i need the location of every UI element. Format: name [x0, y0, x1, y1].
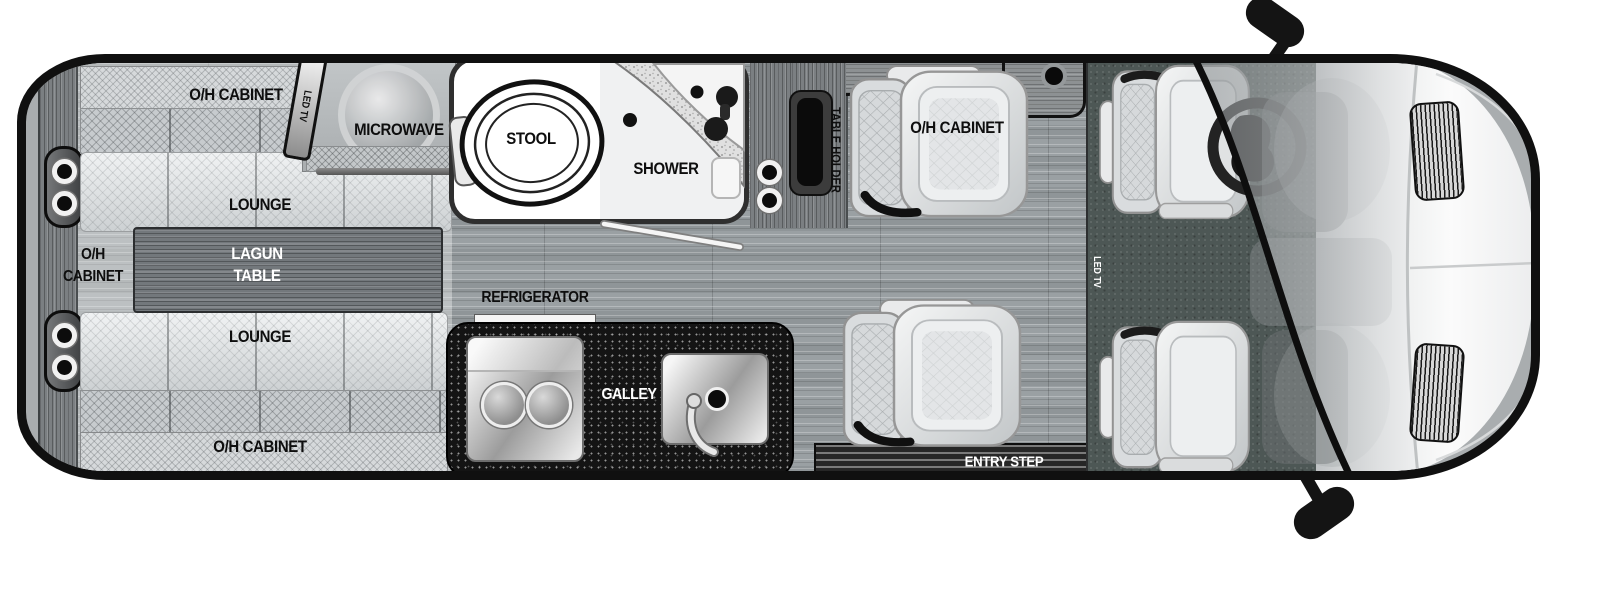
label-led-tv-front: LED TV: [1091, 256, 1103, 288]
passenger-mirror-icon: [1287, 480, 1361, 546]
hood-vent-top: [1408, 100, 1466, 202]
hood-vent-bottom: [1408, 342, 1466, 444]
lounge-bottom-backrest: [80, 390, 448, 434]
cab-carpet: [1086, 63, 1318, 471]
bathroom: [449, 63, 749, 224]
label-shower: SHOWER: [633, 159, 699, 178]
rear-speaker-panel-bottom: [44, 310, 84, 392]
speaker-icon: [757, 188, 782, 213]
shower-floor: [600, 63, 744, 219]
microwave-cabinet-hatch: [306, 146, 458, 172]
label-galley: GALLEY: [601, 386, 657, 403]
cooktop: [466, 336, 584, 462]
speaker-icon: [51, 322, 77, 348]
burner-icon: [526, 382, 572, 428]
lounge-bottom-seat: [80, 312, 448, 392]
van-body-outline: O/H CABINET LED TV MICROWAVE STOOL SHOWE…: [17, 54, 1540, 480]
rear-wardrobe-wall: [40, 63, 78, 471]
overhead-cabinet-tab: [1002, 63, 1086, 118]
label-oh-cabinet-mid: O/H CABINET: [910, 118, 1004, 137]
lagun-table: [133, 227, 443, 313]
speaker-icon: [757, 160, 782, 185]
label-table-holder: TABLE HOLDER: [828, 107, 844, 193]
galley-sink: [661, 353, 769, 445]
overhead-cabinet-bottom: [80, 432, 448, 471]
table-holder-slot: [797, 98, 823, 186]
label-lounge-top: LOUNGE: [229, 195, 291, 214]
label-lounge-bottom: LOUNGE: [229, 327, 291, 346]
speaker-icon: [51, 158, 77, 184]
burner-icon: [481, 382, 527, 428]
cup-holder-icon: [1041, 63, 1067, 89]
label-refrigerator: REFRIGERATOR: [481, 289, 589, 306]
label-stool: STOOL: [506, 129, 556, 148]
label-entry-step: ENTRY STEP: [964, 453, 1044, 471]
entry-step: [814, 443, 1094, 471]
sink-drain-icon: [705, 387, 729, 411]
cooktop-control-strip: [468, 338, 582, 372]
speaker-icon: [51, 354, 77, 380]
van-interior: O/H CABINET LED TV MICROWAVE STOOL SHOWE…: [26, 63, 1531, 471]
microwave-shelf: [316, 168, 460, 175]
speaker-icon: [51, 190, 77, 216]
label-oh-cabinet-bottom: O/H CABINET: [213, 437, 307, 456]
wardrobe-strip: [750, 63, 792, 228]
label-microwave: MICROWAVE: [354, 120, 444, 139]
rear-speaker-panel-top: [44, 146, 84, 228]
label-oh-cabinet-top: O/H CABINET: [189, 85, 283, 104]
